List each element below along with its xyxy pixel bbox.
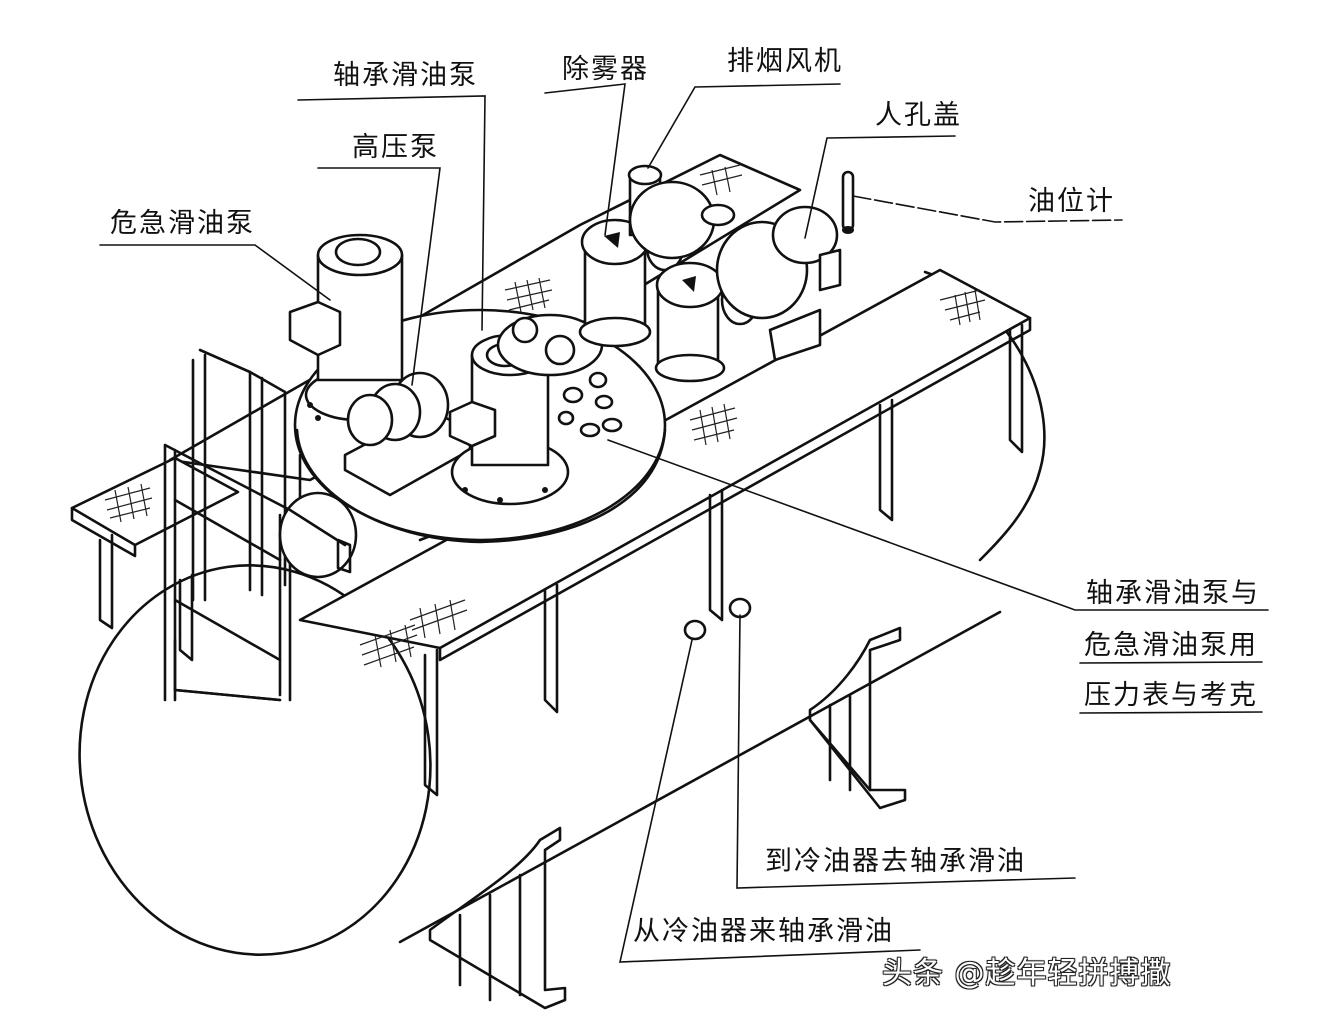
label-pressure-gauge-line2: 危急滑油泵用 — [1084, 630, 1258, 661]
label-exhaust-fan: 排烟风机 — [727, 46, 843, 77]
watermark: 头条 @趁年轻拼搏撒 — [882, 956, 1172, 991]
oil-level-gauge — [841, 170, 855, 234]
ladder — [163, 348, 292, 702]
bearing-lube-pump — [448, 313, 604, 506]
label-pressure-gauge-line1: 轴承滑油泵与 — [1086, 578, 1260, 609]
label-to-cooler: 到冷油器去轴承滑油 — [765, 846, 1026, 877]
label-pressure-gauge-line3: 压力表与考克 — [1084, 680, 1258, 711]
label-manhole-cover: 人孔盖 — [875, 100, 962, 131]
leader-lines — [99, 83, 1269, 963]
label-oil-level-gauge: 油位计 — [1028, 186, 1115, 217]
exhaust-fan — [627, 164, 842, 362]
high-pressure-pump — [343, 371, 472, 497]
label-emergency-lube-pump: 危急滑油泵 — [110, 208, 255, 239]
label-high-pressure-pump: 高压泵 — [352, 132, 439, 163]
pressure-gauges — [557, 371, 623, 438]
saddle-supports — [428, 626, 907, 1010]
label-from-cooler: 从冷油器来轴承滑油 — [633, 916, 894, 947]
label-bearing-lube-pump: 轴承滑油泵 — [333, 60, 478, 91]
label-mist-eliminator: 除雾器 — [562, 54, 649, 85]
tank-end-cap — [78, 564, 432, 956]
grating-hatch — [104, 164, 986, 668]
pipe-nozzles — [683, 597, 752, 641]
hatch-ring — [278, 491, 358, 579]
emergency-lube-pump — [288, 233, 412, 422]
